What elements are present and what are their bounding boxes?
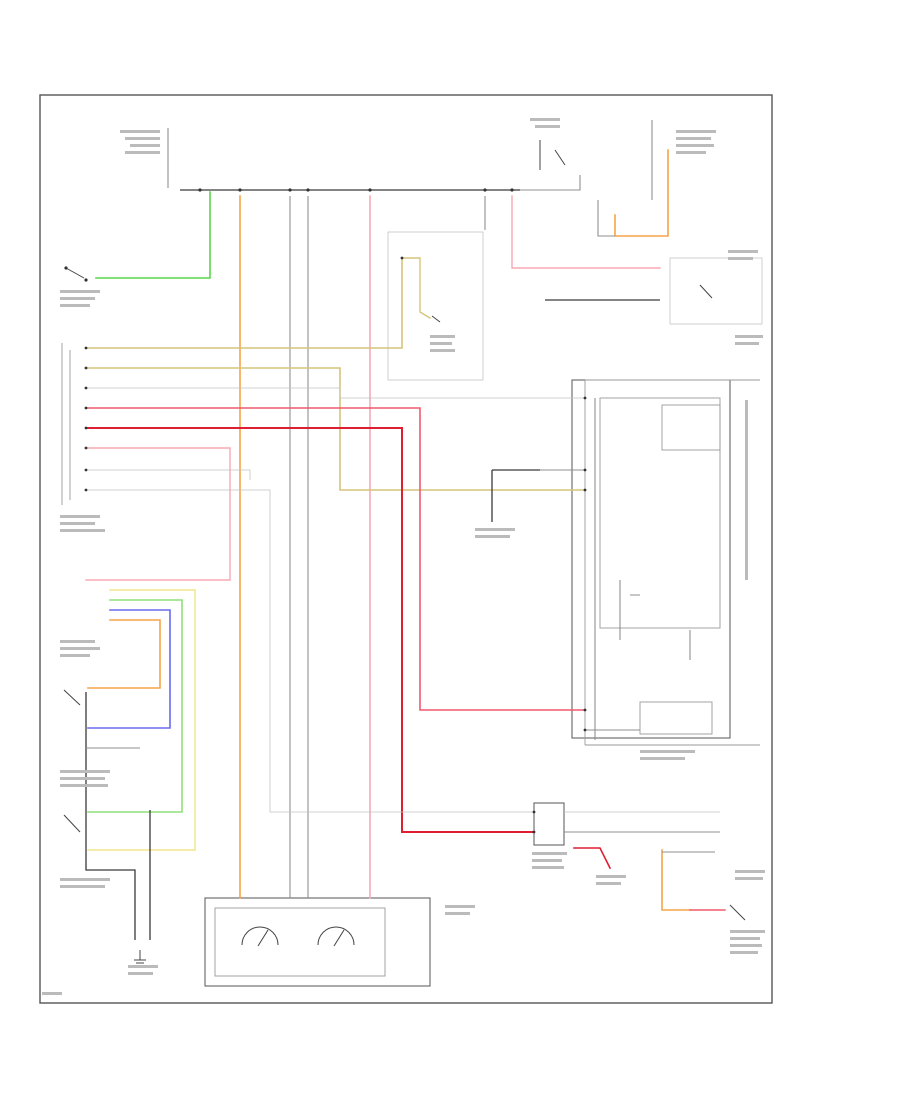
gauge-assembly-outline [204,897,431,987]
wire-red-1 [85,407,586,711]
wire-orange-top-right [614,149,669,237]
wire-pink-3 [85,447,231,581]
wire-gray-top-right [597,200,615,237]
driver-module-box [639,701,713,735]
label-marks [42,118,765,995]
wire-gray-5 [86,489,534,813]
connector-pins-left [84,256,587,834]
diagram-frame [39,94,773,1004]
wire-gray-3 [86,387,585,399]
wire-darkred-2 [85,427,535,833]
wire-gray-7 [491,469,540,522]
fuse-block-outline [387,231,484,381]
component-outlines [61,120,763,987]
wire-tan-3 [401,257,431,319]
wire-green-lower [87,599,183,813]
wire-dark-left-1 [85,692,136,940]
instrument-cluster-inner [599,397,721,629]
relay-dashed-box [669,257,763,325]
top-bus [180,175,581,192]
cluster-module-box [661,404,721,451]
wire-pink-top-right [511,195,661,269]
switch-symbols [63,140,746,967]
wire-tan-1 [85,257,403,349]
instrument-cluster-outline [571,379,731,739]
gauge-assembly-inner [214,907,386,977]
wire-green-top [95,191,211,279]
wires [85,149,726,940]
wire-orange-bottom-right [661,849,691,911]
wire-cluster-internal [594,398,691,740]
wire-darkred-right [573,847,612,870]
wire-blue [87,609,171,729]
wire-yellow-lower [87,589,196,851]
wire-orange-short [87,619,161,689]
wire-gray-4 [86,469,251,480]
seat-connector-box [533,802,565,846]
left-connector-bracket [61,343,71,505]
cluster-bracket [584,379,760,746]
